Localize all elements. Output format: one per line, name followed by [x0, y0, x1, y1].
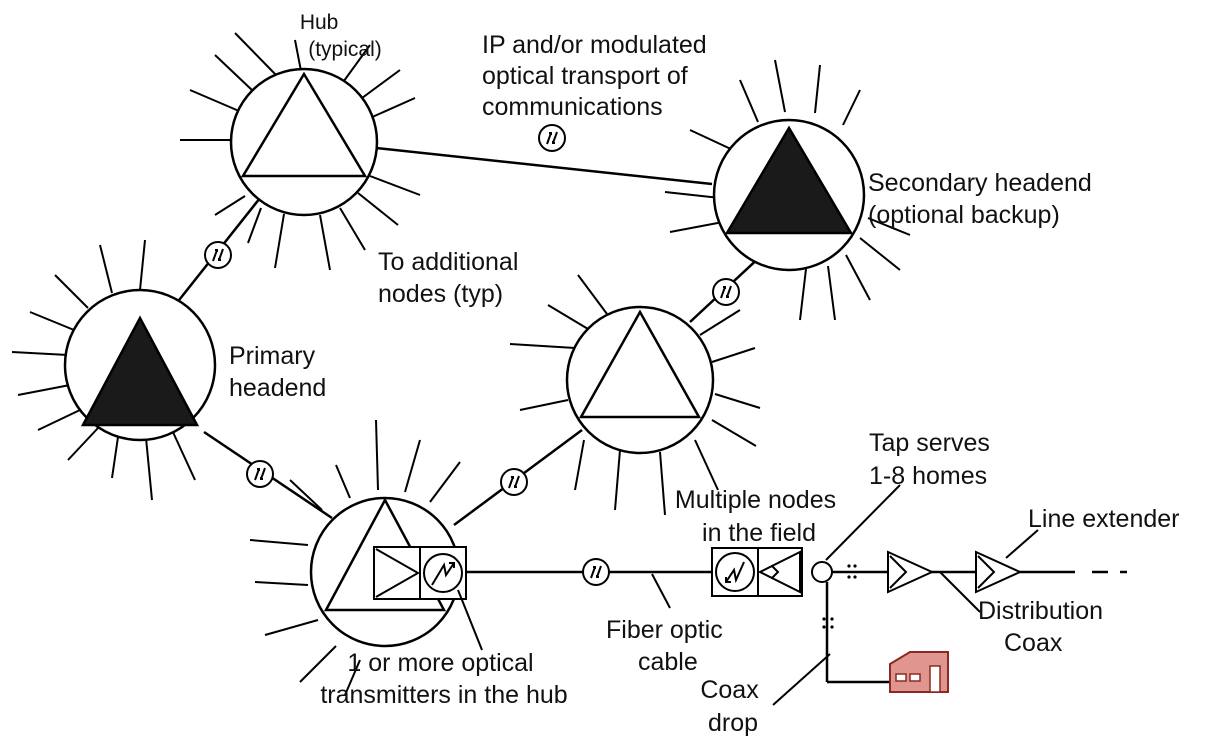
additional-hub-spokes [509, 274, 761, 516]
house-icon [889, 651, 949, 693]
optical-transmitters-label: 1 or more optical transmitters in the hu… [320, 649, 567, 709]
transport-icon-hub-link [204, 241, 232, 269]
secondary-headend-label: Secondary headend (optional backup) [868, 169, 1099, 229]
optical-transport-symbols [204, 124, 740, 586]
field-node-amp [757, 550, 801, 594]
coax-drop-leader [772, 653, 831, 706]
primary-headend-triangle [80, 315, 200, 427]
line-extender-leader [1005, 529, 1039, 559]
transmitter-amp-triangle [375, 548, 421, 598]
line-extender-label: Line extender [1028, 505, 1180, 533]
transport-icon-top [538, 124, 566, 152]
transport-icon-hub3-link [500, 468, 528, 496]
link-hub-secondary [375, 146, 713, 186]
optical-transmitter [373, 546, 467, 600]
fiber-optic-leader [651, 573, 671, 609]
transport-icon-primary-link [246, 460, 274, 488]
distribution-amplifier [887, 550, 981, 613]
hub-typical [180, 32, 421, 271]
primary-spokes [11, 239, 196, 501]
ip-transport-label: IP and/or modulated optical transport of… [482, 31, 714, 121]
fiber-optic-cable-label: Fiber optic cable [606, 616, 730, 676]
transport-icon-fiber [582, 558, 610, 586]
line-extender-amp [975, 529, 1039, 594]
bottom-hub-spokes [249, 419, 461, 696]
tap-circle [811, 561, 833, 583]
secondary-headend-triangle [724, 125, 854, 235]
distribution-amp-triangle [887, 550, 935, 594]
hub-typical-label: Hub (typical) [300, 11, 382, 61]
to-additional-nodes-label: To additional nodes (typ) [378, 248, 525, 308]
primary-headend-label: Primary headend [229, 342, 326, 402]
distribution-coax-leader [939, 571, 981, 613]
tap [811, 484, 901, 583]
hub-additional [509, 274, 761, 516]
text-leaders [457, 573, 671, 651]
break-marks [822, 564, 857, 629]
primary-headend [11, 239, 217, 501]
tap-serves-label: Tap serves 1-8 homes [869, 429, 997, 490]
hub-triangle [240, 71, 368, 178]
line-extender-triangle [975, 550, 1023, 594]
transport-icon-secondary-link [712, 278, 740, 306]
field-node [711, 547, 803, 597]
hub-spokes [180, 32, 421, 271]
tap-leader [825, 484, 901, 561]
additional-hub-triangle [578, 309, 702, 419]
distribution-coax-label: Distribution Coax [978, 597, 1110, 657]
secondary-spokes [664, 59, 911, 321]
secondary-headend [664, 59, 911, 321]
coax-drop-label: Coax drop [700, 676, 765, 737]
transmitter-icon [423, 553, 463, 593]
multiple-nodes-label: Multiple nodes in the field [675, 486, 843, 547]
transmitter-leader [457, 589, 483, 651]
coax-drop [772, 582, 892, 706]
labels: Hub (typical) IP and/or modulated optica… [229, 11, 1180, 737]
